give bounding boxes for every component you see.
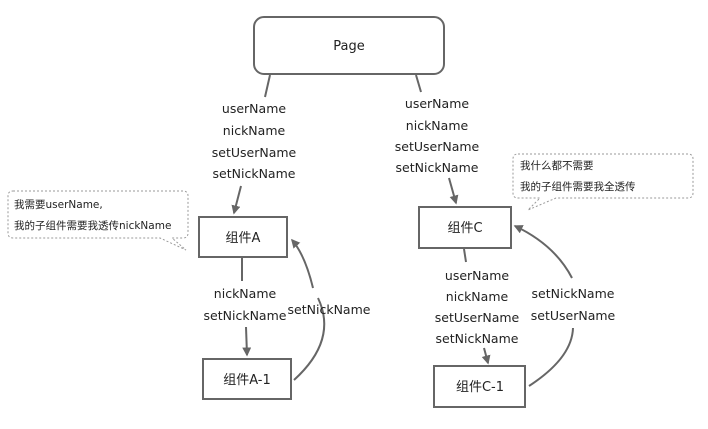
edge-c-to-c1-label-2: nickName — [446, 289, 509, 304]
node-component-a1: 组件A-1 — [202, 358, 292, 400]
edge-c-to-c1-label-1: userName — [445, 268, 509, 283]
node-component-c1: 组件C-1 — [433, 365, 526, 408]
edge-c-to-c1-label-4: setNickName — [436, 331, 519, 346]
note-component-a: 我需要userName, 我的子组件需要我透传nickName — [7, 190, 189, 251]
edge-page-to-c-label-4: setNickName — [396, 160, 479, 175]
edge-page-to-a-label-4: setNickName — [213, 166, 296, 181]
edge-a-to-a1-label-1: nickName — [214, 286, 277, 301]
note-component-c: 我什么都不需要 我的子组件需要我全透传 — [512, 153, 694, 211]
edge-page-to-a-label-1: userName — [222, 101, 286, 116]
node-component-a: 组件A — [198, 216, 288, 258]
edge-a-to-a1-label-2: setNickName — [204, 308, 287, 323]
node-component-a1-label: 组件A-1 — [223, 373, 271, 388]
edge-page-to-c: userName nickName setUserName setNickNam… — [395, 74, 480, 205]
edge-c-to-c1-label-3: setUserName — [435, 310, 520, 325]
edge-c1-to-c-label-1: setNickName — [532, 286, 615, 301]
note-component-c-line-1: 我什么都不需要 — [520, 160, 594, 172]
edge-page-to-a-label-3: setUserName — [212, 145, 297, 160]
node-page-label: Page — [333, 39, 364, 54]
node-component-c: 组件C — [418, 206, 512, 249]
node-component-a-label: 组件A — [226, 231, 261, 246]
node-page: Page — [253, 16, 445, 75]
edge-a1-to-a: setNickName — [288, 238, 371, 381]
edge-c1-to-c: setNickName setUserName — [513, 225, 616, 387]
node-component-c1-label: 组件C-1 — [456, 380, 504, 395]
note-component-a-line-2: 我的子组件需要我透传nickName — [14, 219, 171, 232]
edge-page-to-a-label-2: nickName — [223, 123, 286, 138]
edge-page-to-a: userName nickName setUserName setNickNam… — [212, 74, 297, 215]
note-component-a-line-1: 我需要userName, — [14, 199, 103, 211]
edge-c1-to-c-label-2: setUserName — [531, 308, 616, 323]
edge-a-to-a1: nickName setNickName — [204, 258, 287, 357]
edge-page-to-c-label-1: userName — [405, 96, 469, 111]
edge-c-to-c1: userName nickName setUserName setNickNam… — [435, 248, 520, 365]
edge-page-to-c-label-2: nickName — [406, 118, 469, 133]
edge-page-to-c-label-3: setUserName — [395, 139, 480, 154]
edge-a1-to-a-label-1: setNickName — [288, 302, 371, 317]
note-component-c-line-2: 我的子组件需要我全透传 — [520, 180, 636, 193]
node-component-c-label: 组件C — [447, 221, 482, 236]
